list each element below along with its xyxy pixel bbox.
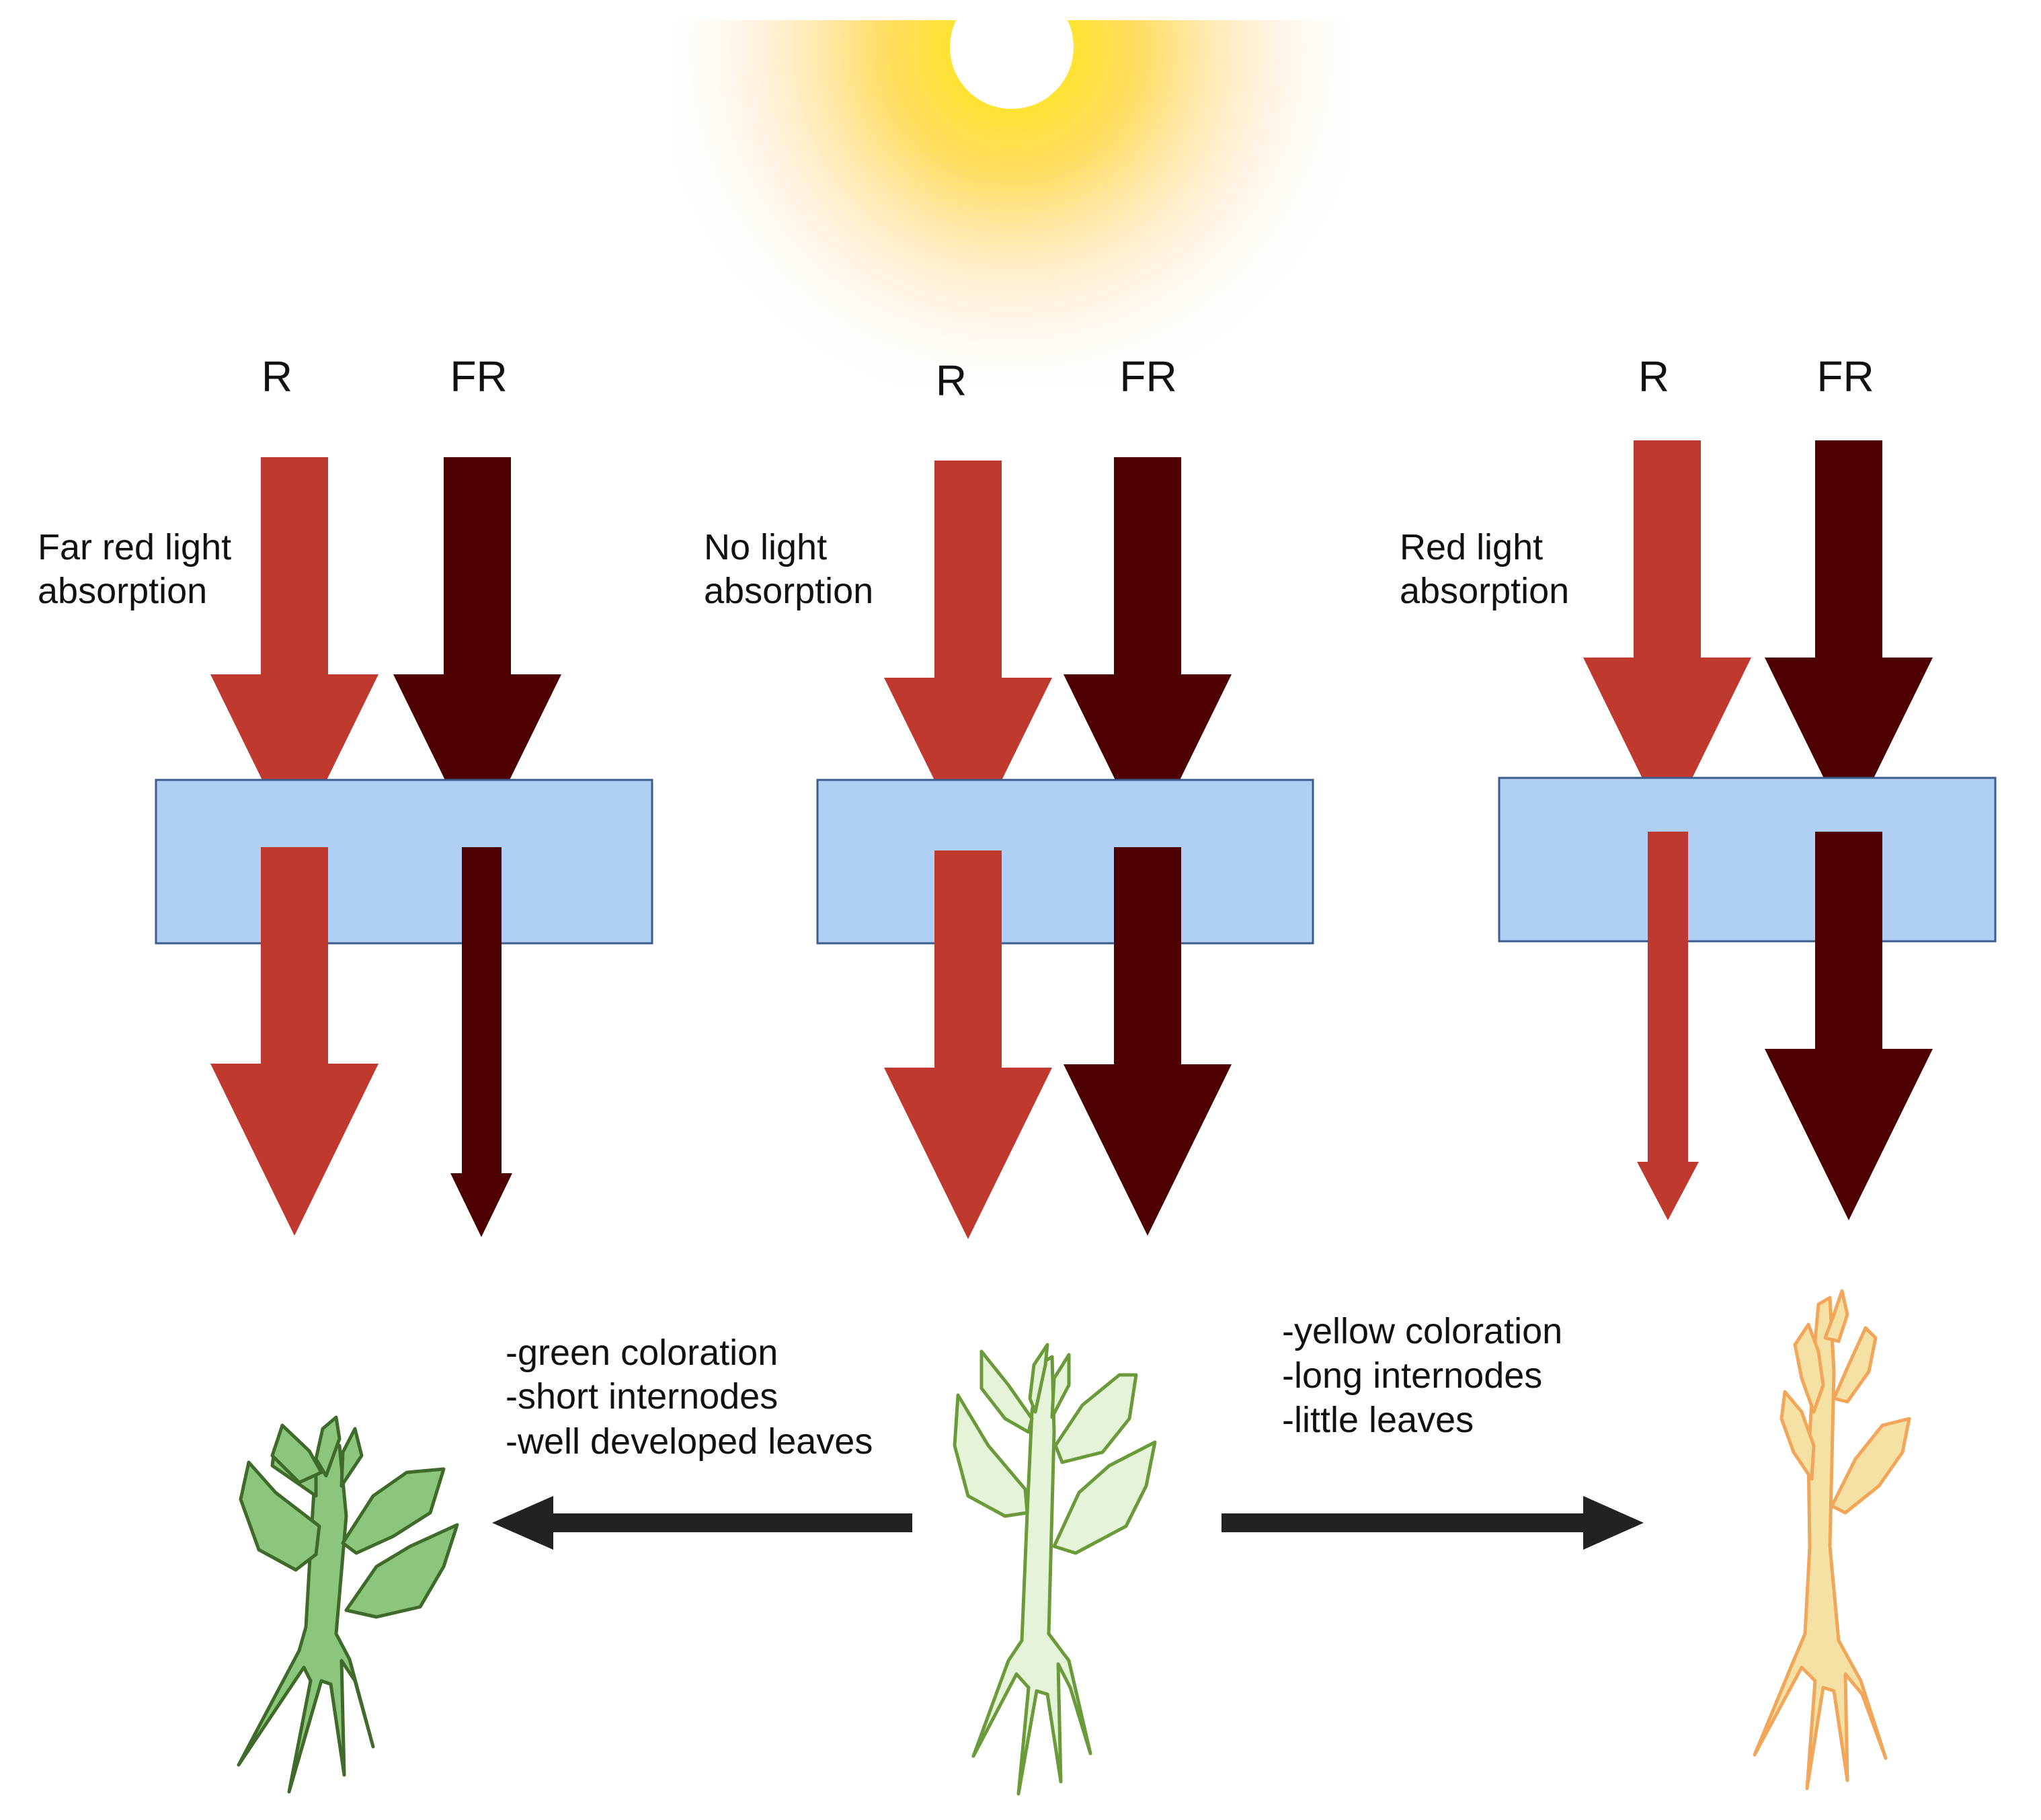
right-outcome-line1: -yellow coloration (1282, 1311, 1562, 1351)
right-outcome-line3: -little leaves (1282, 1400, 1474, 1440)
panel-3-fr-label: FR (1816, 352, 1874, 401)
green-plant-icon (237, 1415, 459, 1794)
panel-3-transmitted-fr-arrow (1765, 832, 1933, 1220)
panel-3-transmitted-r-arrow (1637, 832, 1699, 1220)
panel-2-transmitted-r-arrow (884, 850, 1052, 1239)
panel-3-filter-layer (1498, 777, 1997, 943)
right-outcome-line2: -long internodes (1282, 1355, 1542, 1396)
panel-2-transmitted-fr-arrow (1064, 847, 1232, 1236)
panel-2-incoming-fr-arrow (1064, 457, 1232, 846)
panel-1-incoming-r-arrow (210, 457, 378, 846)
sun-icon (676, 0, 1348, 387)
panel-3-incoming-r-arrow (1583, 440, 1751, 829)
left-result-arrow (492, 1496, 912, 1550)
left-outcome-line3: -well developed leaves (506, 1421, 873, 1462)
panel-1-transmitted-fr-arrow (450, 847, 512, 1237)
right-result-arrow (1222, 1496, 1644, 1550)
panel-2-fr-label: FR (1119, 352, 1176, 401)
left-outcome-line1: -green coloration (506, 1333, 778, 1373)
panel-1-absorption-line1: Far red light (38, 527, 231, 567)
panel-1-fr-label: FR (450, 352, 507, 401)
panel-2-absorption-line1: No light (704, 527, 827, 567)
panel-3-absorption-line2: absorption (1400, 571, 1569, 611)
panel-2-r-label: R (936, 356, 967, 405)
panel-2-absorption-line2: absorption (704, 571, 873, 611)
panel-1-incoming-fr-arrow (393, 457, 561, 846)
pale-plant-icon (953, 1343, 1157, 1796)
panel-1-filter-layer (155, 779, 653, 945)
panel-1-absorption-line2: absorption (38, 571, 207, 611)
panel-3-r-label: R (1638, 352, 1669, 401)
panel-2-incoming-r-arrow (884, 461, 1052, 848)
panel-2-filter-layer (816, 779, 1314, 945)
panel-3-incoming-fr-arrow (1765, 440, 1933, 829)
panel-3-absorption-line1: Red light (1400, 527, 1543, 567)
panel-1-r-label: R (262, 352, 292, 401)
panel-1-transmitted-r-arrow (210, 847, 378, 1236)
left-outcome-line2: -short internodes (506, 1376, 778, 1417)
etiolated-plant-icon (1753, 1289, 1911, 1790)
